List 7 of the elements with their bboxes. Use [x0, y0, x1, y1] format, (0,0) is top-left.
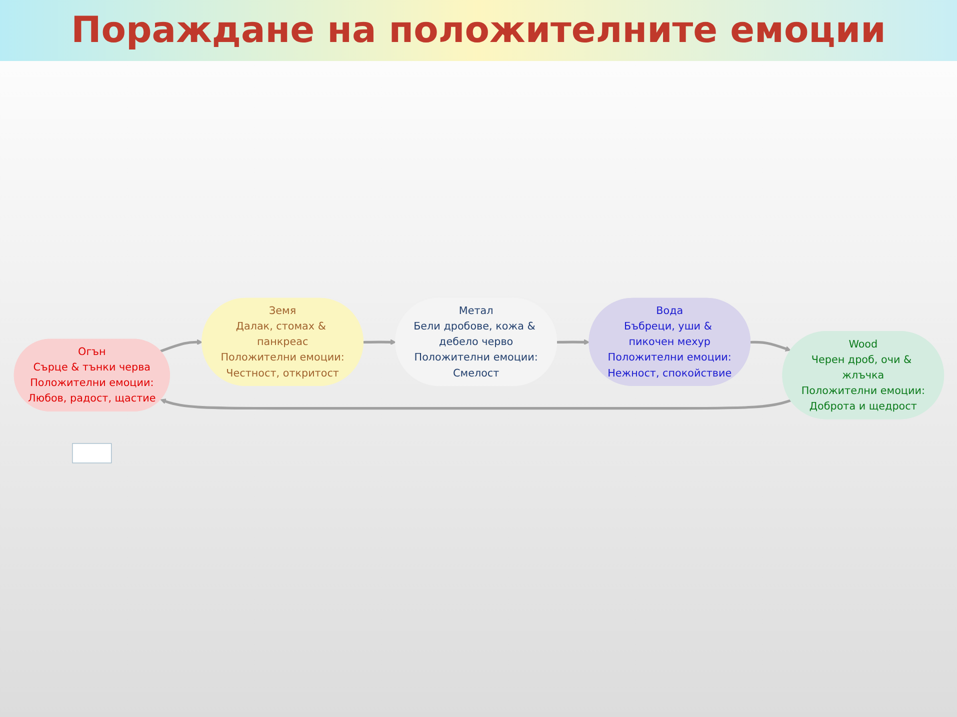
- arrow: [160, 399, 791, 410]
- arrow: [160, 340, 202, 353]
- arrow: [556, 340, 590, 346]
- arrow: [362, 340, 396, 346]
- node-box: [72, 444, 112, 464]
- title: Пораждане на положителните емоции: [0, 0, 957, 61]
- arrow: [750, 341, 790, 352]
